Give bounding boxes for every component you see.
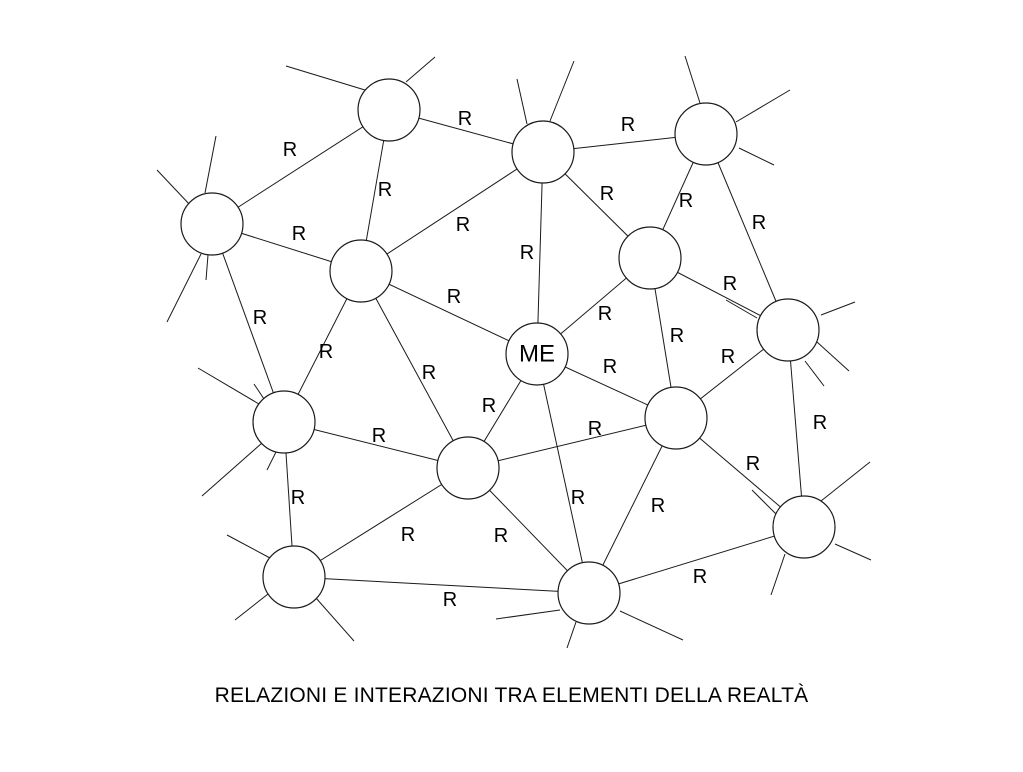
element-node bbox=[557, 561, 621, 625]
element-node bbox=[436, 436, 500, 500]
outer-spoke bbox=[156, 169, 192, 207]
outer-spoke bbox=[834, 543, 872, 561]
outer-spoke bbox=[205, 254, 209, 281]
relation-edge bbox=[787, 329, 805, 528]
relation-label: R bbox=[571, 487, 585, 509]
outer-spoke bbox=[820, 301, 856, 316]
relation-edge bbox=[283, 421, 469, 469]
element-node bbox=[644, 386, 708, 450]
outer-spoke bbox=[684, 55, 701, 104]
relation-label: R bbox=[253, 307, 267, 329]
outer-spoke bbox=[166, 253, 202, 323]
outer-spoke bbox=[735, 89, 791, 123]
outer-spoke bbox=[619, 610, 684, 641]
relation-edge bbox=[211, 223, 285, 423]
relation-label: R bbox=[598, 303, 612, 325]
relation-label: R bbox=[588, 418, 602, 440]
relation-edge bbox=[536, 353, 590, 594]
element-node bbox=[756, 298, 820, 362]
outer-spoke bbox=[226, 534, 271, 559]
relation-labels: ME R R R R R R R R R R R R R R R R R R R R R R R R R R R R R R R bbox=[253, 108, 827, 611]
relation-label: R bbox=[600, 183, 614, 205]
outer-spoke bbox=[725, 299, 758, 319]
relation-label: R bbox=[372, 425, 386, 447]
relation-label: R bbox=[283, 139, 297, 161]
outer-spoke bbox=[566, 621, 577, 649]
relation-edge bbox=[467, 417, 677, 469]
relation-label: R bbox=[603, 356, 617, 378]
outer-spoke bbox=[253, 383, 265, 400]
relation-edge bbox=[360, 151, 544, 272]
relation-label: R bbox=[378, 179, 392, 201]
relation-edge bbox=[293, 467, 469, 578]
outer-spoke bbox=[770, 553, 786, 596]
element-node bbox=[618, 226, 682, 290]
relation-edge bbox=[588, 526, 805, 594]
outer-spoke bbox=[816, 341, 850, 372]
outer-spoke bbox=[201, 442, 263, 497]
outer-spoke bbox=[234, 593, 269, 621]
relation-label: R bbox=[721, 346, 735, 368]
relation-label: R bbox=[723, 273, 737, 295]
element-node bbox=[180, 192, 244, 256]
relation-edge bbox=[705, 133, 789, 331]
outer-spoke bbox=[751, 489, 777, 515]
relation-label: R bbox=[520, 242, 534, 264]
relation-label: R bbox=[693, 566, 707, 588]
relation-label: R bbox=[679, 190, 693, 212]
relation-edge bbox=[211, 109, 390, 225]
outer-spoke bbox=[315, 597, 355, 642]
relation-label: R bbox=[458, 108, 472, 130]
outer-spoke bbox=[285, 65, 366, 91]
me-label: ME bbox=[519, 341, 555, 368]
relation-label: R bbox=[670, 325, 684, 347]
relation-label: R bbox=[813, 412, 827, 434]
outer-spoke bbox=[820, 461, 871, 502]
outer-spoke bbox=[197, 367, 260, 405]
outer-spoke bbox=[204, 135, 217, 194]
outer-spoke bbox=[804, 360, 825, 387]
outer-spoke bbox=[549, 60, 575, 122]
relation-label: R bbox=[651, 495, 665, 517]
element-node bbox=[262, 545, 326, 609]
relation-label: R bbox=[319, 341, 333, 363]
element-node bbox=[674, 102, 738, 166]
element-node bbox=[772, 495, 836, 559]
outer-spokes bbox=[156, 55, 872, 649]
relation-label: R bbox=[456, 214, 470, 236]
relation-label: R bbox=[752, 212, 766, 234]
relation-label: R bbox=[422, 362, 436, 384]
relation-label: R bbox=[443, 589, 457, 611]
relation-edge bbox=[360, 270, 469, 469]
relation-edge bbox=[536, 151, 544, 355]
me-node bbox=[505, 322, 569, 386]
outer-spoke bbox=[738, 147, 775, 166]
relation-label: R bbox=[291, 487, 305, 509]
element-node bbox=[252, 390, 316, 454]
relation-label: R bbox=[447, 286, 461, 308]
outer-spoke bbox=[266, 451, 277, 471]
relation-edge bbox=[293, 576, 590, 594]
diagram-caption: RELAZIONI E INTERAZIONI TRA ELEMENTI DEL… bbox=[214, 684, 809, 707]
outer-spoke bbox=[516, 78, 528, 125]
relation-label: R bbox=[494, 525, 508, 547]
outer-spoke bbox=[405, 56, 436, 83]
relation-label: R bbox=[621, 114, 635, 136]
relation-label: R bbox=[401, 524, 415, 546]
element-node bbox=[329, 239, 393, 303]
relation-label: R bbox=[482, 395, 496, 417]
outer-spoke bbox=[495, 609, 561, 620]
element-nodes bbox=[180, 78, 836, 625]
relation-label: R bbox=[292, 223, 306, 245]
element-node bbox=[511, 120, 575, 184]
relation-edge bbox=[360, 270, 538, 355]
element-node bbox=[357, 78, 421, 142]
relation-edge bbox=[588, 417, 677, 594]
relation-label: R bbox=[746, 453, 760, 475]
